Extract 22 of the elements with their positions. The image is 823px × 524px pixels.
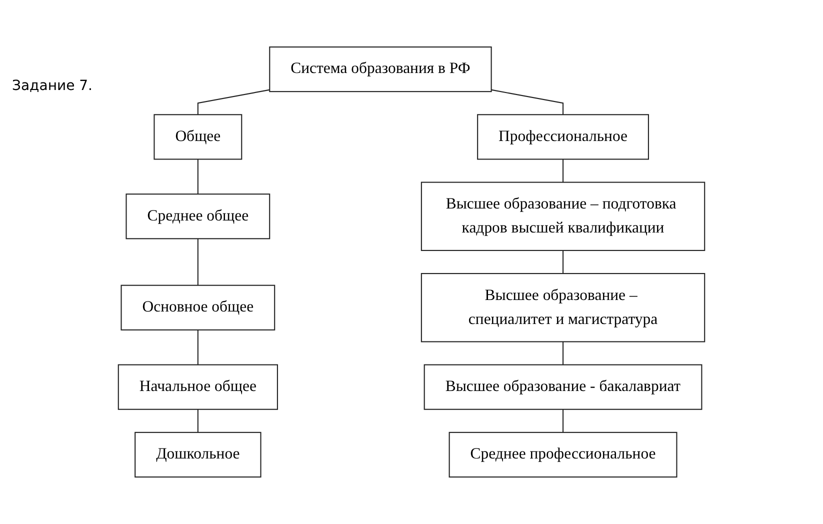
node-box: Высшее образование – специалитет и магистратура	[420, 273, 706, 342]
connector	[491, 89, 564, 115]
node-box: Среднее профессиональное	[448, 432, 678, 478]
node-box: Высшее образование - бакалавриат	[424, 364, 702, 410]
connector	[562, 250, 564, 274]
node-box: Профессиональное	[477, 114, 649, 160]
node-box: Среднее общее	[126, 194, 270, 240]
connector	[562, 342, 564, 365]
connector	[197, 89, 270, 115]
node-box: Основное общее	[120, 284, 276, 330]
connector	[197, 330, 198, 365]
connector	[197, 409, 198, 432]
node-box: Высшее образование – подготовка кадров высшей квалификации	[420, 182, 706, 251]
connector	[562, 159, 564, 182]
node-box: Начальное общее	[118, 364, 278, 410]
connector	[562, 409, 564, 432]
node-box: Система образования в РФ	[269, 46, 492, 92]
connector	[197, 238, 198, 286]
node-box: Дошкольное	[134, 432, 262, 478]
node-box: Общее	[154, 114, 242, 160]
title: Задание 7.	[12, 78, 92, 94]
connector	[197, 159, 198, 194]
